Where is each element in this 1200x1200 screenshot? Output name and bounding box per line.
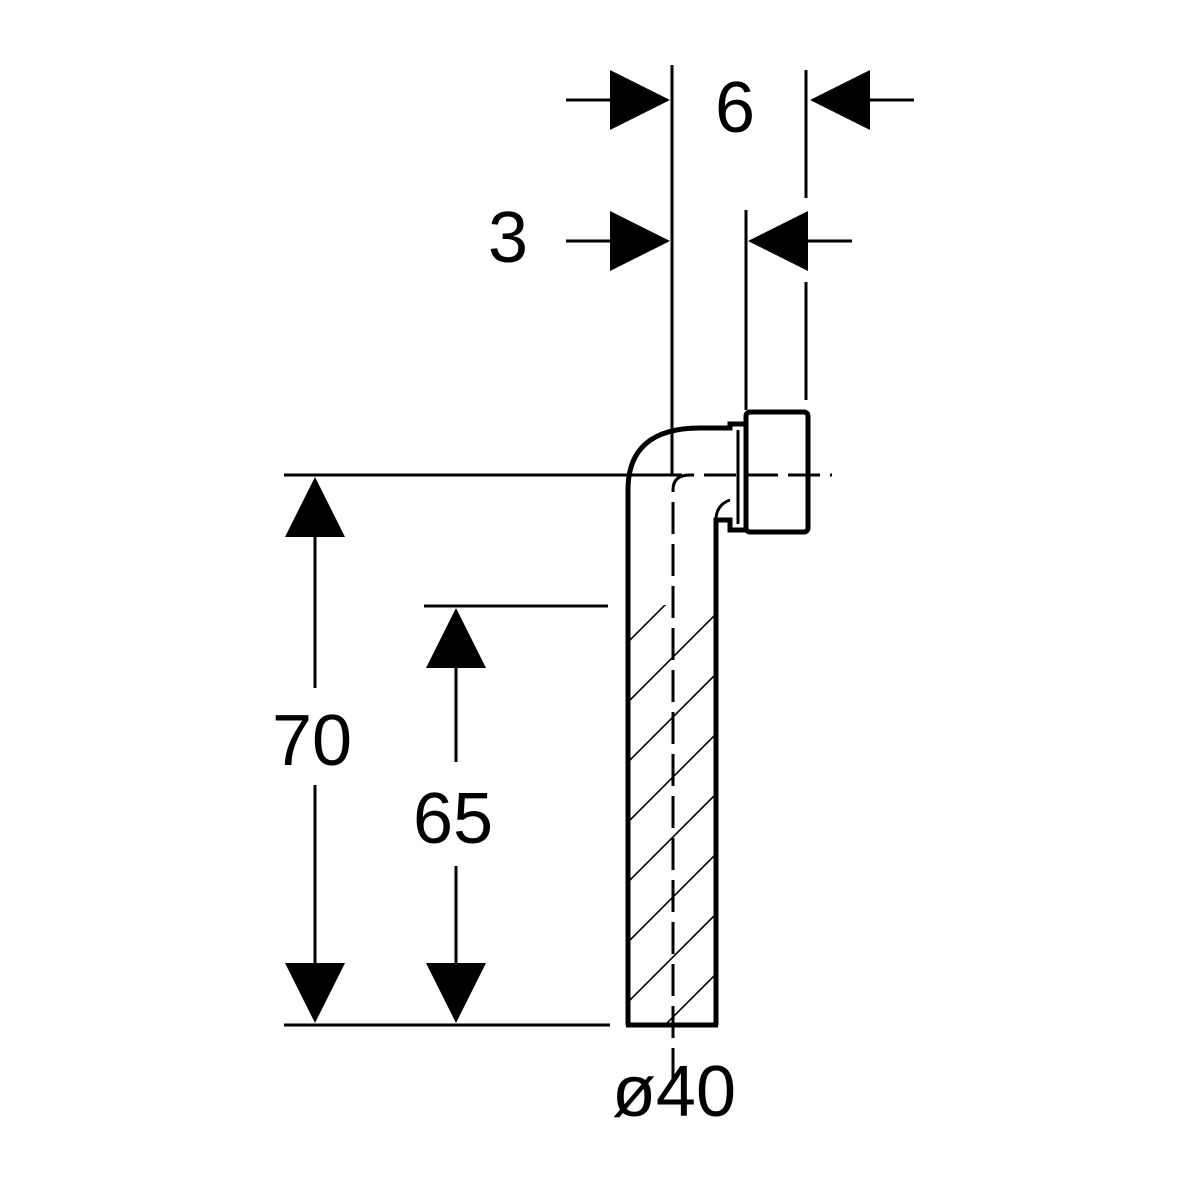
pipe-body bbox=[625, 409, 811, 1028]
arrow-right bbox=[610, 70, 670, 130]
dimension-label-diameter: ø40 bbox=[612, 1052, 736, 1132]
arrow-down bbox=[426, 963, 486, 1023]
dimension-label-3: 3 bbox=[488, 198, 528, 278]
dimension-height-straight: 65 bbox=[413, 604, 608, 1023]
dimension-label-70: 70 bbox=[272, 701, 352, 781]
arrow-up bbox=[285, 477, 345, 537]
dimension-offset-outer: 6 bbox=[566, 65, 914, 475]
pipe-outline bbox=[625, 421, 749, 1025]
arrow-right bbox=[610, 211, 670, 271]
center-lines bbox=[671, 473, 832, 1080]
dimension-label-65: 65 bbox=[413, 779, 493, 859]
pipe-centerline bbox=[671, 473, 832, 1080]
arrow-left bbox=[748, 211, 808, 271]
arrow-down bbox=[285, 963, 345, 1023]
arrow-left bbox=[810, 70, 870, 130]
bend-seam bbox=[714, 498, 731, 521]
dimension-height-total: 70 bbox=[272, 473, 682, 1027]
dimension-offset-inner: 3 bbox=[488, 198, 852, 410]
pipe-collar bbox=[743, 409, 811, 535]
arrow-up bbox=[426, 608, 486, 668]
dimension-label-6: 6 bbox=[715, 68, 755, 148]
